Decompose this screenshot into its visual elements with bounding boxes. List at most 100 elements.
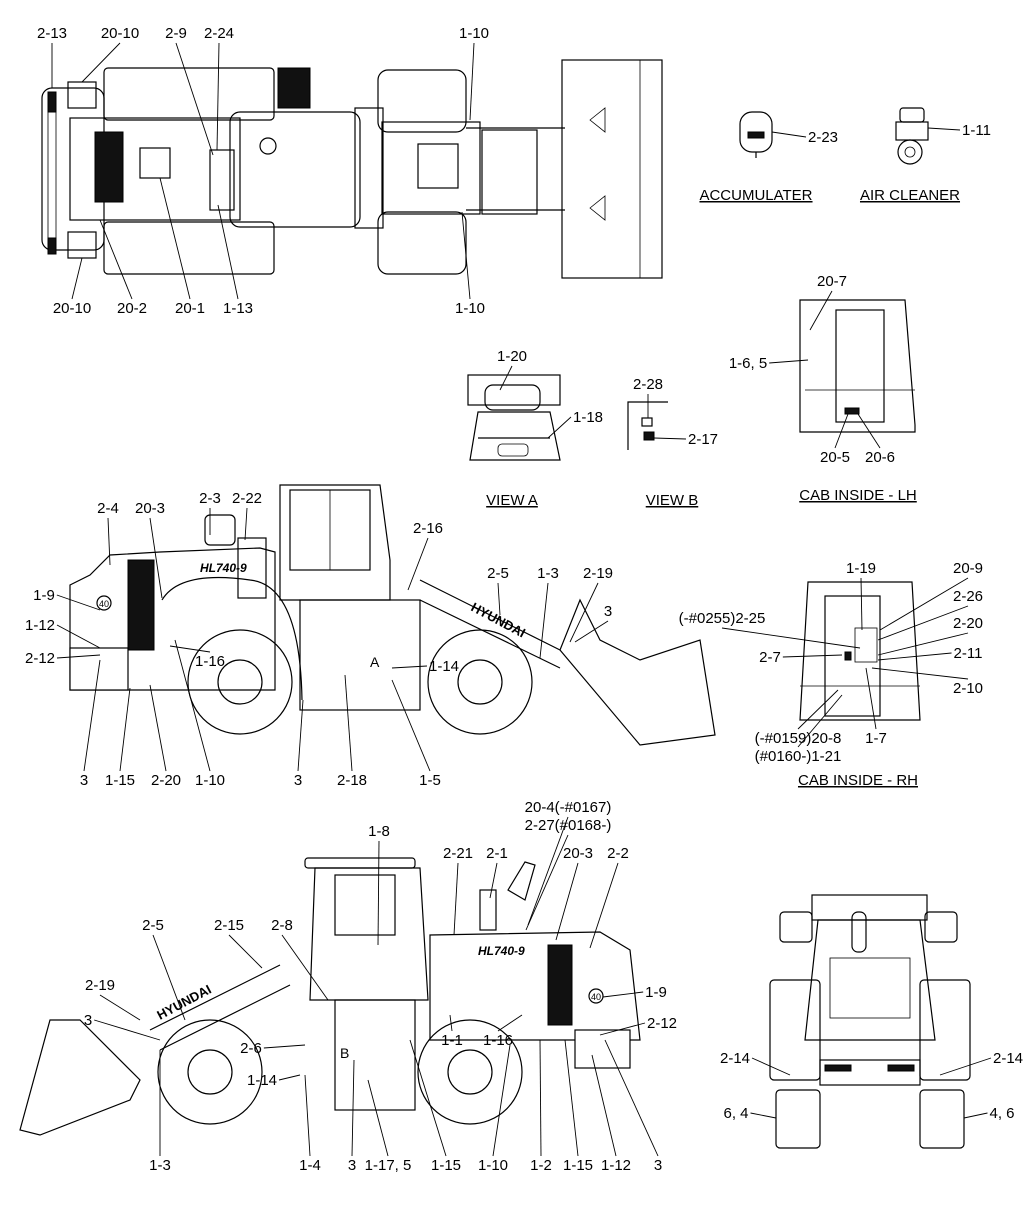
leader-line-right-side-9	[281, 934, 329, 1001]
right-side-machine-drawing	[19, 857, 641, 1136]
callout-label-top-6: 20-2	[117, 300, 147, 317]
leader-line-right-side-14	[449, 1014, 453, 1032]
callout-label-air-cleaner-0: 1-11	[962, 122, 991, 139]
leader-line-view-a-1	[547, 416, 572, 439]
callout-label-left-side-17: 1-10	[195, 772, 225, 789]
callout-label-left-side-8: 3	[604, 603, 612, 620]
leader-line-view-a-0	[499, 365, 513, 391]
title-accumulator: ACCUMULATER	[699, 187, 812, 204]
leader-line-left-side-17	[174, 639, 211, 772]
leader-line-top-4	[469, 42, 475, 121]
callout-label-cab-rh-4: 2-20	[953, 615, 983, 632]
leader-line-right-side-13	[599, 1022, 646, 1036]
callout-label-top-8: 1-13	[223, 300, 253, 317]
callout-label-right-side-0: 20-4(-#0167)	[525, 799, 612, 816]
model-decal-right: HL740-9	[478, 944, 525, 958]
leader-line-right-side-15	[497, 1014, 523, 1032]
leader-line-top-7	[159, 177, 191, 300]
leader-line-left-side-9	[56, 594, 101, 611]
callout-label-cab-rh-9: 1-7	[865, 730, 887, 747]
callout-label-right-side-14: 1-1	[441, 1032, 463, 1049]
callout-label-left-side-12: 1-16	[195, 653, 225, 670]
leader-line-top-8	[217, 204, 239, 300]
leader-line-left-side-0	[107, 517, 111, 566]
title-cab-inside-rh: CAB INSIDE - RH	[798, 772, 918, 789]
rear-view-drawing	[769, 894, 971, 1149]
leader-line-top-2	[175, 42, 214, 156]
callout-label-top-1: 20-10	[101, 25, 139, 42]
leader-line-right-side-7	[152, 934, 186, 1021]
callout-label-view-a-1: 1-18	[573, 409, 603, 426]
cab-inside-lh-drawing	[799, 299, 916, 433]
callout-label-left-side-15: 1-15	[105, 772, 135, 789]
callout-label-right-side-21: 1-17, 5	[365, 1157, 412, 1174]
callout-label-left-side-1: 20-3	[135, 500, 165, 517]
callout-label-right-side-24: 1-2	[530, 1157, 552, 1174]
leader-line-left-side-19	[344, 674, 353, 772]
callout-label-right-side-23: 1-10	[478, 1157, 508, 1174]
leader-line-left-side-20	[391, 679, 431, 772]
callout-label-right-side-11: 3	[84, 1012, 92, 1029]
callout-label-right-side-25: 1-15	[563, 1157, 593, 1174]
leader-line-view-b-1	[653, 437, 686, 440]
callout-label-cab-rh-1: 20-9	[953, 560, 983, 577]
callout-label-left-side-0: 2-4	[97, 500, 119, 517]
callout-label-right-side-27: 3	[654, 1157, 662, 1174]
callout-label-cab-rh-10: (#0160-)1-21	[755, 748, 842, 765]
callout-label-cab-rh-2: 2-26	[953, 588, 983, 605]
leader-line-right-side-5	[555, 862, 579, 941]
callout-label-right-side-1: 2-27(#0168-)	[525, 817, 612, 834]
callout-label-right-side-26: 1-12	[601, 1157, 631, 1174]
callout-label-cab-lh-2: 20-5	[820, 449, 850, 466]
callout-label-left-side-6: 1-3	[537, 565, 559, 582]
leader-line-right-side-26	[591, 1054, 617, 1157]
callout-label-left-side-9: 1-9	[33, 587, 55, 604]
leader-line-left-side-13	[391, 665, 428, 669]
title-view-b: VIEW B	[646, 492, 699, 509]
callout-label-top-4: 1-10	[459, 25, 489, 42]
leader-line-cab-rh-6	[877, 652, 952, 661]
leader-line-right-side-1	[525, 834, 569, 931]
leader-line-cab-rh-3	[721, 627, 861, 649]
leader-line-left-side-12	[169, 645, 211, 653]
callout-label-rear-view-0: 2-14	[720, 1050, 750, 1067]
leader-line-left-side-14	[83, 659, 101, 772]
callout-label-right-side-10: 2-19	[85, 977, 115, 994]
leader-line-air-cleaner-0	[927, 127, 961, 131]
callout-label-cab-rh-0: 1-19	[846, 560, 876, 577]
speed-badge-right: 40	[591, 992, 601, 1002]
leader-line-right-side-3	[453, 862, 459, 936]
leader-line-rear-view-0	[751, 1057, 791, 1076]
leader-line-left-side-10	[56, 624, 101, 649]
callout-label-right-side-2: 1-8	[368, 823, 390, 840]
callout-label-top-3: 2-24	[204, 25, 234, 42]
leader-line-right-side-27	[604, 1039, 659, 1157]
leader-line-right-side-21	[367, 1079, 389, 1157]
leader-line-cab-rh-2	[877, 605, 969, 641]
leader-line-cab-lh-2	[834, 413, 849, 449]
callout-label-right-side-7: 2-5	[142, 917, 164, 934]
callout-label-left-side-16: 2-20	[151, 772, 181, 789]
view-a-drawing	[467, 374, 561, 461]
leader-line-left-side-6	[539, 582, 549, 659]
leader-line-right-side-10	[99, 994, 141, 1021]
title-cab-inside-lh: CAB INSIDE - LH	[799, 487, 917, 504]
leader-line-right-side-24	[539, 1039, 542, 1157]
callout-label-right-side-20: 3	[348, 1157, 356, 1174]
leader-line-right-side-22	[409, 1039, 447, 1157]
leader-line-right-side-25	[564, 1039, 579, 1157]
callout-label-left-side-20: 1-5	[419, 772, 441, 789]
callout-label-cab-rh-5: 2-7	[759, 649, 781, 666]
callout-label-cab-rh-6: 2-11	[954, 645, 983, 662]
leader-line-left-side-3	[244, 507, 248, 541]
leader-line-cab-lh-0	[809, 290, 833, 331]
callout-label-accumulator-0: 2-23	[808, 129, 838, 146]
view-a-marker: A	[370, 654, 380, 670]
cab-inside-rh-drawing	[799, 581, 921, 721]
callout-label-cab-rh-3: (-#0255)2-25	[679, 610, 766, 627]
leader-line-left-side-8	[574, 620, 609, 643]
leader-line-right-side-6	[589, 862, 619, 949]
callout-label-right-side-13: 2-12	[647, 1015, 677, 1032]
leader-line-left-side-1	[149, 517, 163, 599]
